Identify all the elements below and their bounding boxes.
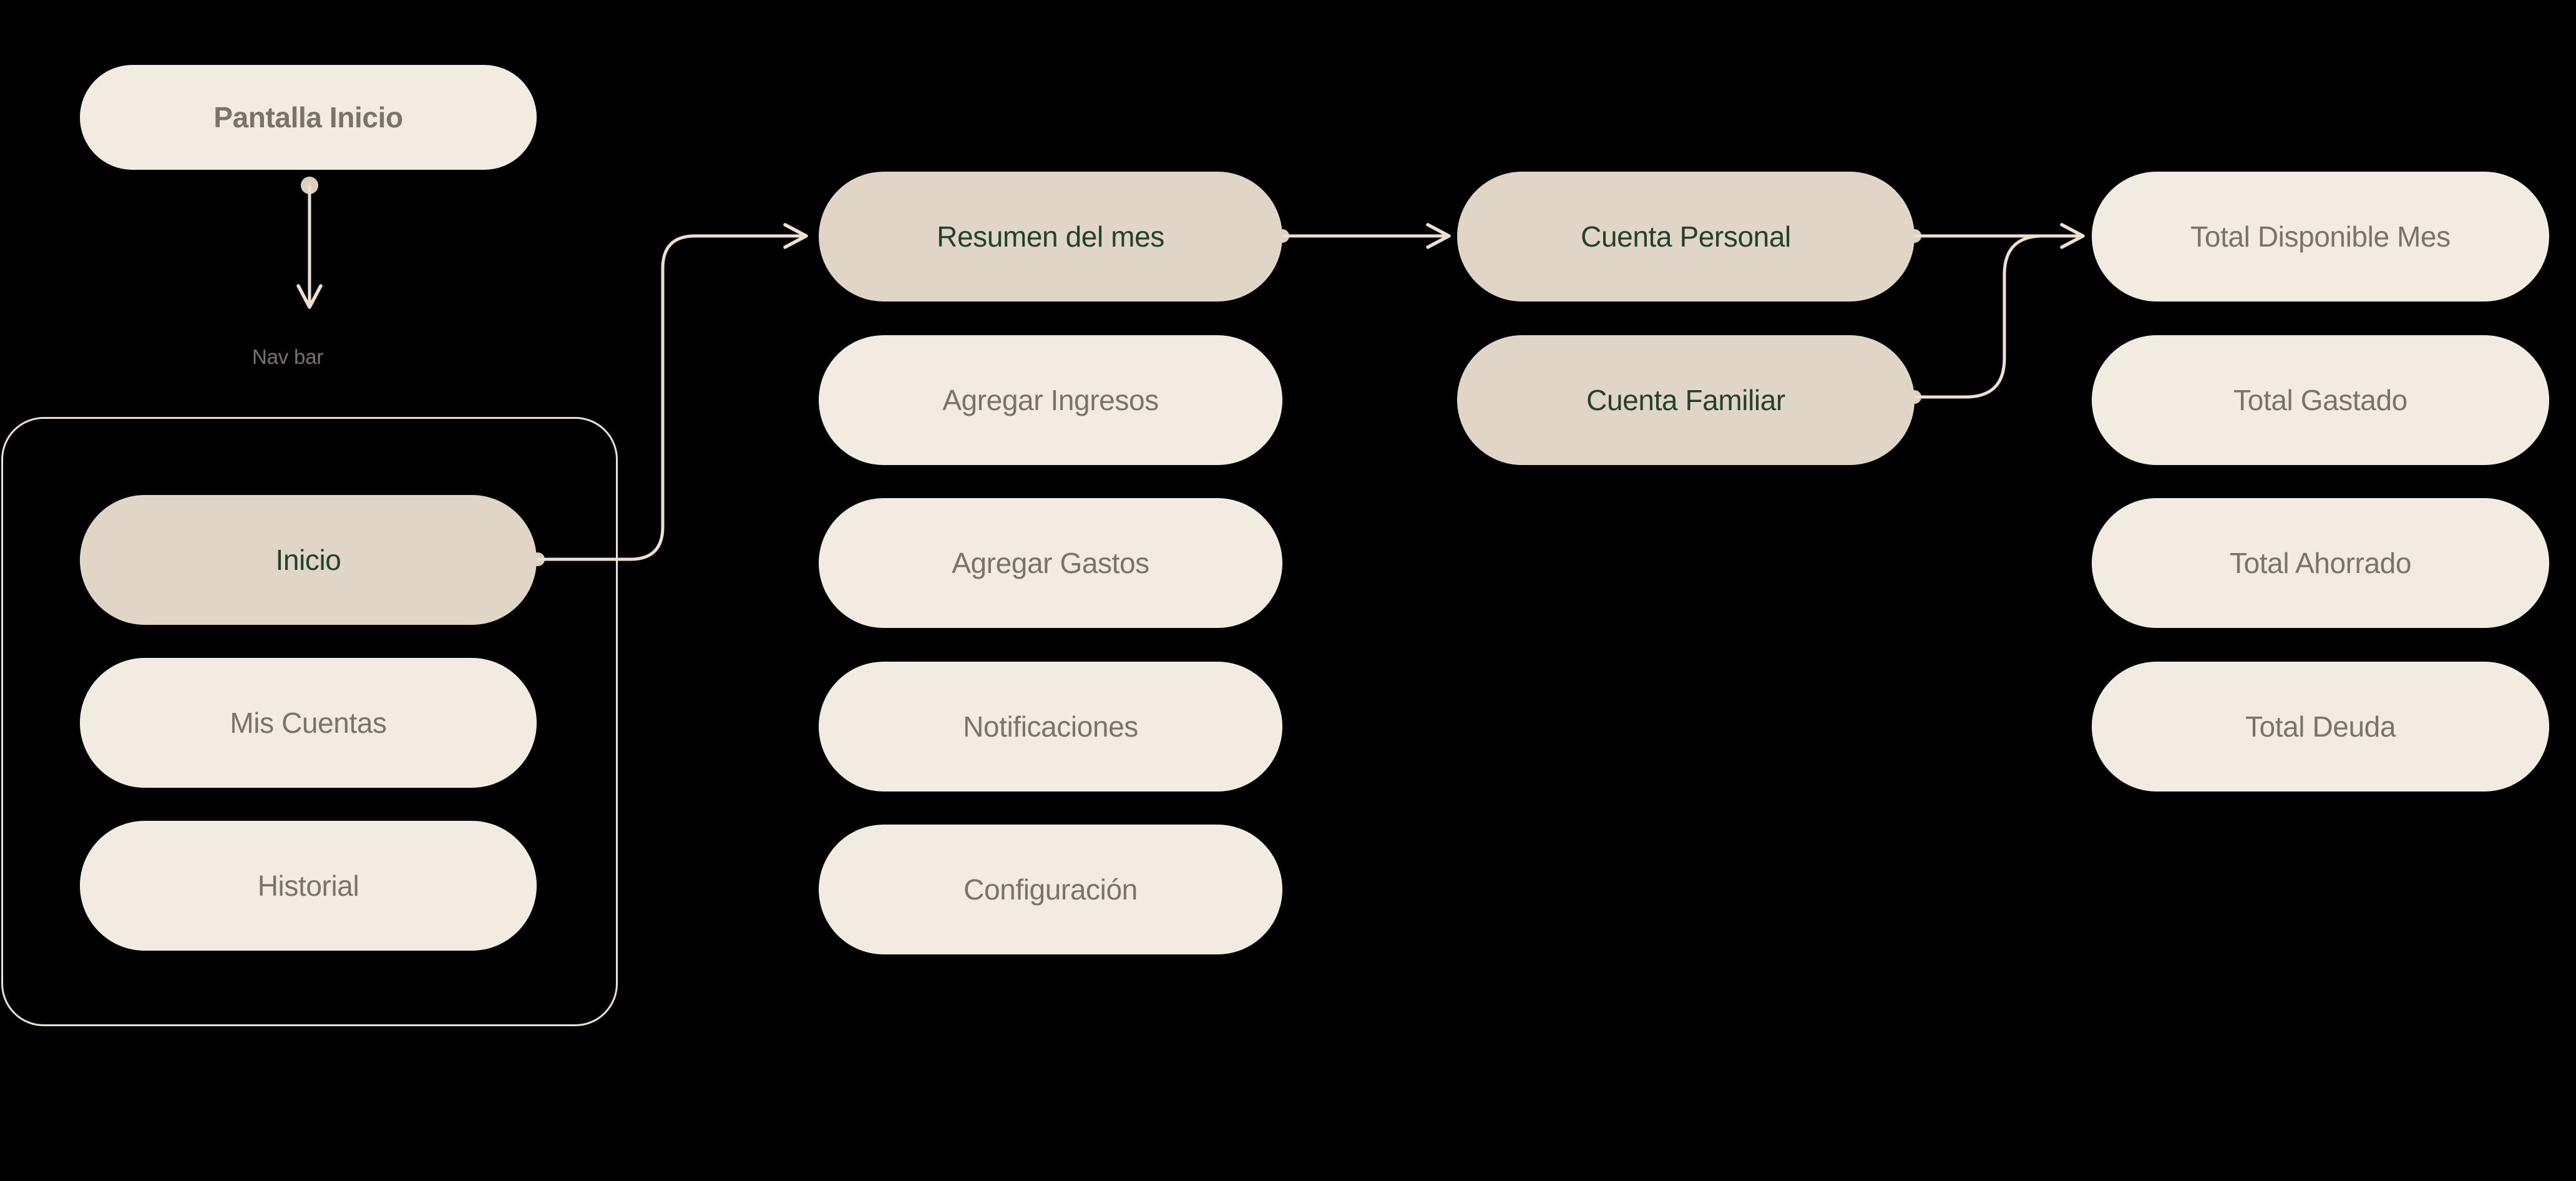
node-label: Total Deuda — [2245, 710, 2396, 743]
node-total-disponible-mes[interactable]: Total Disponible Mes — [2092, 172, 2549, 301]
connector-resumen-to-cuenta-personal — [1276, 223, 1451, 249]
node-label: Total Ahorrado — [2229, 547, 2412, 579]
sidebar-item-inicio[interactable]: Inicio — [80, 495, 537, 625]
node-label: Total Disponible Mes — [2190, 220, 2451, 253]
sidebar-item-label: Mis Cuentas — [230, 707, 387, 739]
node-agregar-gastos[interactable]: Agregar Gastos — [819, 498, 1282, 628]
sidebar-item-historial[interactable]: Historial — [80, 821, 537, 951]
node-total-deuda[interactable]: Total Deuda — [2092, 662, 2549, 791]
node-resumen-del-mes[interactable]: Resumen del mes — [819, 172, 1282, 301]
connector-cuenta-familiar-to-total-disponible — [1908, 234, 2084, 404]
sidebar-item-mis-cuentas[interactable]: Mis Cuentas — [80, 658, 537, 788]
node-pantalla-inicio[interactable]: Pantalla Inicio — [80, 65, 537, 170]
node-label: Configuración — [964, 873, 1138, 906]
node-notificaciones[interactable]: Notificaciones — [819, 662, 1282, 791]
sidebar-item-label: Historial — [257, 870, 359, 902]
node-label: Cuenta Personal — [1581, 220, 1791, 253]
node-label: Resumen del mes — [937, 220, 1164, 253]
node-label: Total Gastado — [2233, 384, 2408, 416]
node-cuenta-personal[interactable]: Cuenta Personal — [1457, 172, 1915, 301]
node-cuenta-familiar[interactable]: Cuenta Familiar — [1457, 335, 1915, 465]
node-label: Notificaciones — [963, 710, 1138, 743]
navbar-group-container — [1, 417, 618, 1026]
node-label: Pantalla Inicio — [213, 101, 403, 134]
connector-cuenta-personal-to-total-disponible — [1908, 223, 2085, 249]
sidebar-item-label: Inicio — [275, 544, 341, 576]
node-label: Cuenta Familiar — [1586, 384, 1785, 416]
node-label: Agregar Gastos — [952, 547, 1149, 579]
node-agregar-ingresos[interactable]: Agregar Ingresos — [819, 335, 1282, 465]
node-total-ahorrado[interactable]: Total Ahorrado — [2092, 498, 2549, 628]
node-total-gastado[interactable]: Total Gastado — [2092, 335, 2549, 465]
node-configuracion[interactable]: Configuración — [819, 825, 1282, 954]
node-label: Agregar Ingresos — [942, 384, 1159, 416]
connector-pantalla-to-navbar — [296, 177, 323, 309]
caption-nav-bar: Nav bar — [252, 345, 324, 368]
